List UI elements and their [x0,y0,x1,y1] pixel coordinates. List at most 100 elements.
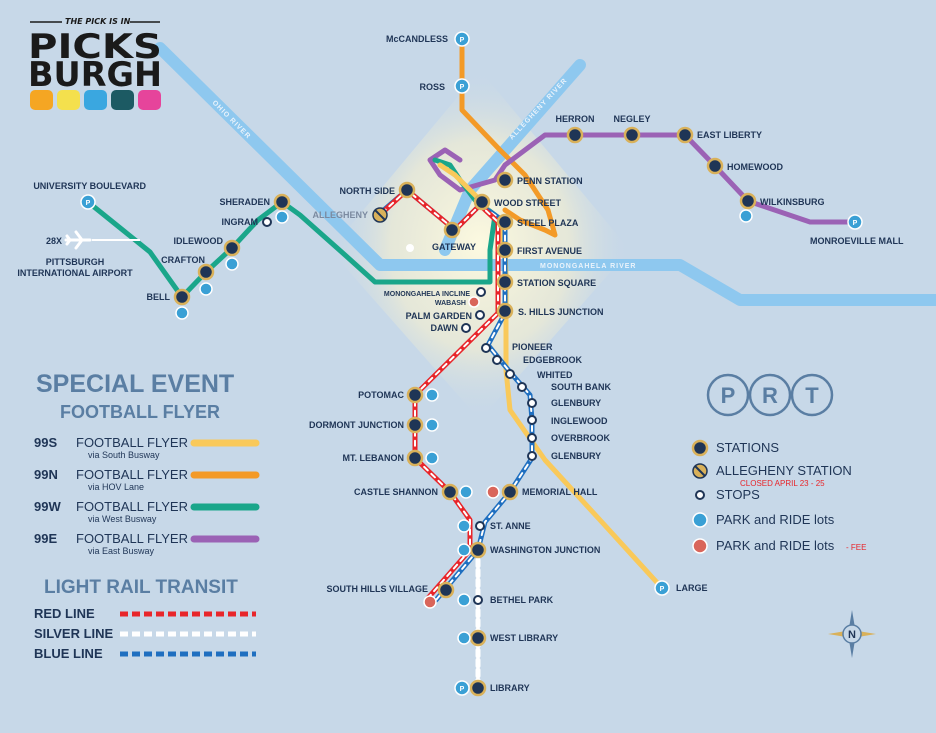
stop-edgebrook[interactable] [492,355,502,365]
stop-south-bank[interactable] [517,382,527,392]
special-event-title: SPECIAL EVENT [36,370,234,398]
label-monroeville: MONROEVILLE MALL [810,236,904,246]
pr-university[interactable] [80,194,96,210]
p-glyph: P [660,586,665,593]
pr-fee-shv[interactable] [423,595,437,609]
pr-sheraden[interactable] [275,210,289,224]
pr-large[interactable] [654,580,670,596]
pr-bell[interactable] [175,306,189,320]
legend-closed-note: CLOSED APRIL 23 - 25 [740,479,825,488]
station-bell[interactable] [173,288,191,306]
pr-crafton[interactable] [199,282,213,296]
pr-potomac[interactable] [425,388,439,402]
station-mt-lebanon[interactable] [406,449,424,467]
station-dormont-junction[interactable] [406,416,424,434]
stop-pioneer[interactable] [481,343,491,353]
pr-monroeville[interactable] [847,214,863,230]
prt-letter-p: P [721,383,736,408]
station-south-hills-village[interactable] [437,581,455,599]
park-ride-markers [80,31,863,696]
legend-stop-icon [695,490,705,500]
station-station-square[interactable] [496,273,514,291]
station-gateway[interactable] [443,221,461,239]
station-crafton[interactable] [197,263,215,281]
station-memorial-hall[interactable] [501,483,519,501]
stop-overbrook[interactable] [527,433,537,443]
station-homewood[interactable] [706,157,724,175]
station-castle-shannon[interactable] [441,483,459,501]
station-wood-street[interactable] [473,193,491,211]
pr-idlewood[interactable] [225,257,239,271]
stop-bethel-park[interactable] [473,595,483,605]
monongahela-river [414,259,936,306]
p-glyph: P [460,84,465,91]
monongahela-river-label: MONONGAHELA RIVER [540,263,636,270]
station-west-library[interactable] [469,629,487,647]
pr-st-anne[interactable] [457,519,471,533]
legend-stops: STOPS [716,487,760,502]
label-shv: SOUTH HILLS VILLAGE [326,584,428,594]
route-code: 99E [34,531,57,546]
station-potomac[interactable] [406,386,424,404]
legend-park-ride-icon [692,512,708,528]
station-north-side[interactable] [398,181,416,199]
stop-glenbury-1[interactable] [527,398,537,408]
label-dawn: DAWN [431,323,459,333]
label-wood-street: WOOD STREET [494,198,562,208]
prt-logo [706,373,834,417]
station-penn[interactable] [496,171,514,189]
station-library[interactable] [469,679,487,697]
stop-inglewood[interactable] [527,415,537,425]
label-allegheny: ALLEGHENY [312,210,368,220]
compass-icon: N [828,610,876,658]
stop-st-anne[interactable] [475,521,485,531]
label-palm-garden: PALM GARDEN [406,311,472,321]
label-ingram: INGRAM [222,217,259,227]
stop-monongahela-incline[interactable] [476,287,486,297]
station-negley[interactable] [623,126,641,144]
special-event-subtitle: FOOTBALL FLYER [60,402,220,422]
label-memorial-hall: MEMORIAL HALL [522,487,598,497]
station-washington-junction[interactable] [469,541,487,559]
pr-castle-shannon[interactable] [459,485,473,499]
pr-dormont[interactable] [425,418,439,432]
station-idlewood[interactable] [223,239,241,257]
station-sheraden[interactable] [273,193,291,211]
pr-west-library[interactable] [457,631,471,645]
rail-line-name: RED LINE [34,606,95,621]
stop-dawn[interactable] [461,323,471,333]
stop-palm-garden[interactable] [475,310,485,320]
pr-mt-lebanon[interactable] [425,451,439,465]
pr-fee-wabash[interactable] [468,296,480,308]
station-wilkinsburg[interactable] [739,192,757,210]
station-s-hills-junction[interactable] [496,302,514,320]
label-steel-plaza: STEEL PLAZA [517,218,579,228]
pr-fee-memorial[interactable] [486,485,500,499]
station-first-avenue[interactable] [496,241,514,259]
pr-bethel[interactable] [457,593,471,607]
logo-line1: PICKS [28,27,162,67]
pr-ross[interactable] [454,78,470,94]
pr-washington[interactable] [457,543,471,557]
pr-library[interactable] [454,680,470,696]
route-via: via HOV Lane [88,482,144,492]
stop-whited[interactable] [505,369,515,379]
label-gateway: GATEWAY [432,242,476,252]
station-east-liberty[interactable] [676,126,694,144]
logo-swatch [84,90,107,110]
label-east-liberty: EAST LIBERTY [697,130,762,140]
station-steel-plaza[interactable] [496,213,514,231]
stop-ingram[interactable] [262,217,272,227]
label-28x: 28X [46,236,62,246]
pr-wilkinsburg[interactable] [739,209,753,223]
label-airport-2: INTERNATIONAL AIRPORT [17,268,133,278]
stop-glenbury-2[interactable] [527,451,537,461]
station-herron[interactable] [566,126,584,144]
p-glyph: P [853,220,858,227]
route-name: FOOTBALL FLYER [76,499,188,514]
symbol-legend: P R T STATIONS ALLEGHENY STATION CLOSED … [691,373,866,554]
label-crafton: CRAFTON [161,255,205,265]
pr-mccandless[interactable] [454,31,470,47]
